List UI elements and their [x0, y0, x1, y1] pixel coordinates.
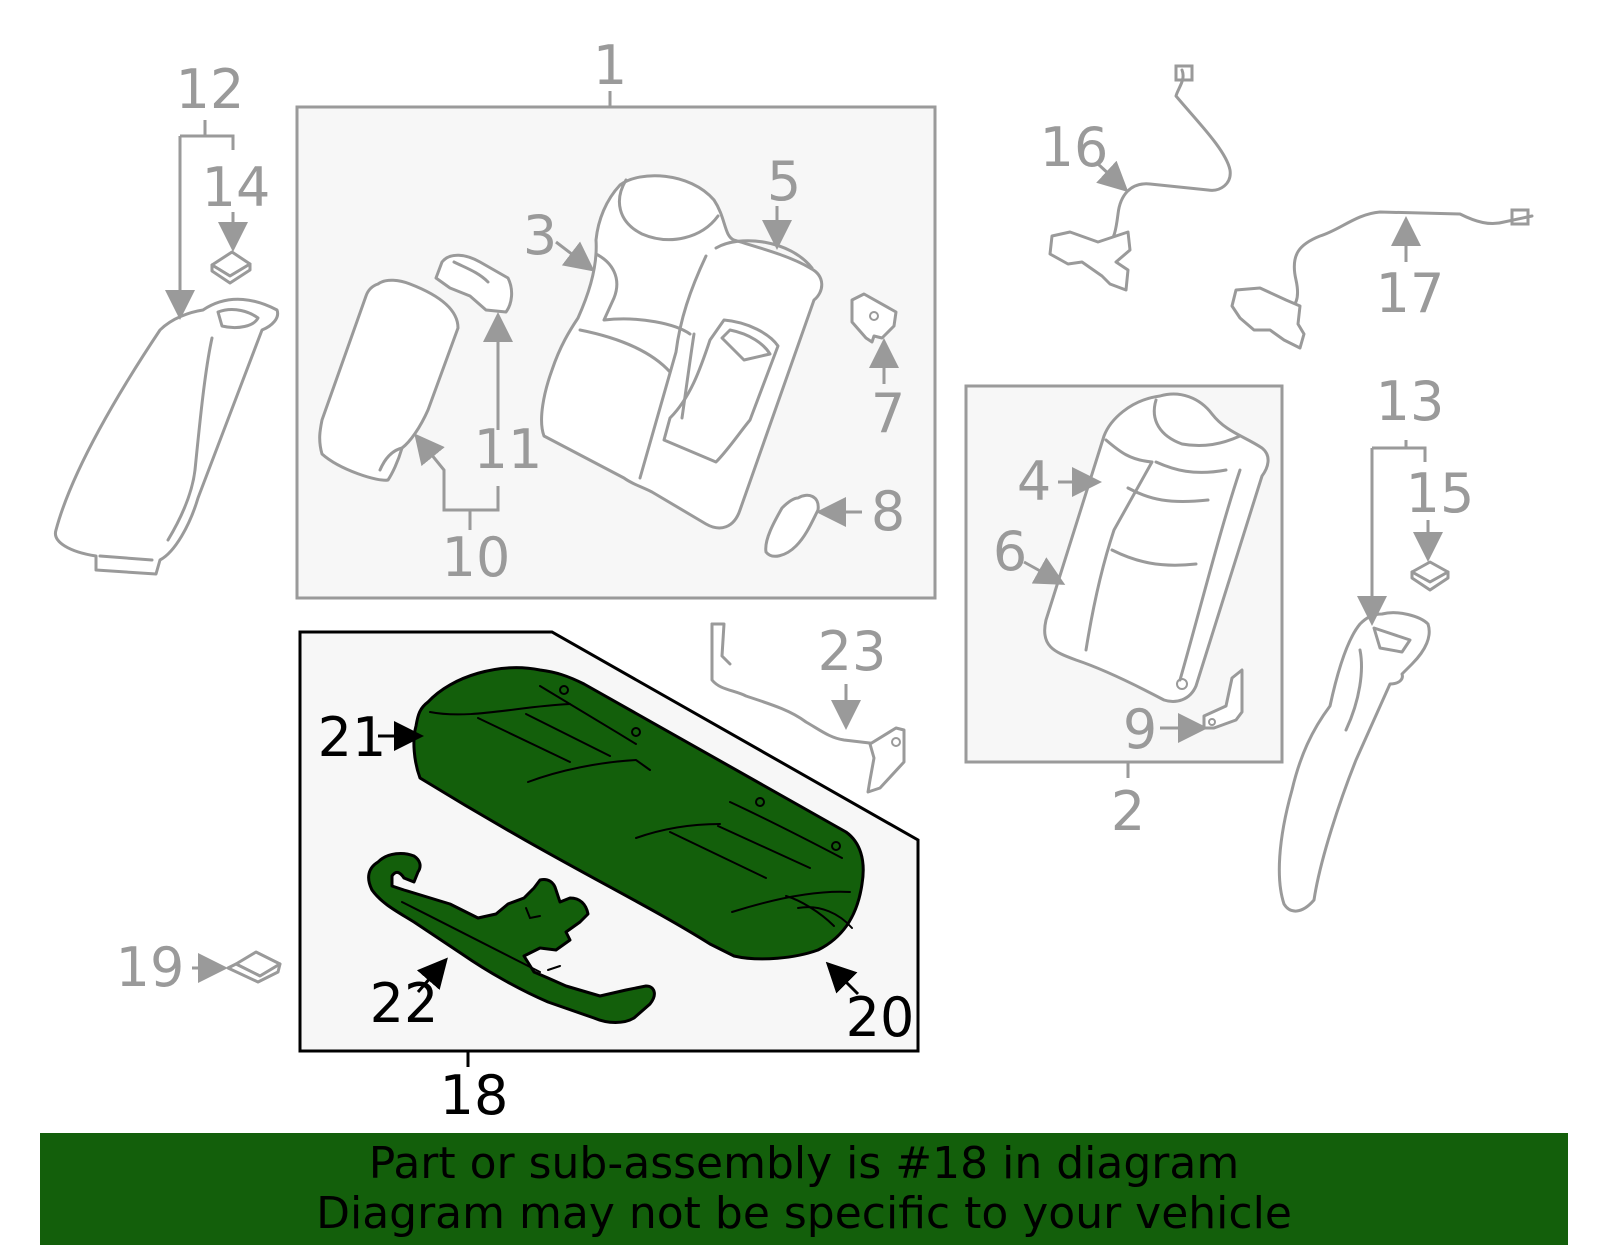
cup-holder-part	[434, 253, 514, 430]
callout-18: 18	[440, 1064, 509, 1127]
side-bolster-right-part	[1277, 611, 1431, 913]
harness-16-part	[1048, 64, 1232, 292]
callout-13: 13	[1376, 370, 1445, 433]
callout-11: 11	[474, 418, 543, 481]
footer-banner: Part or sub-assembly is #18 in diagram D…	[40, 1133, 1568, 1245]
callout-3-leader	[555, 240, 595, 272]
harness-17-part	[1230, 208, 1534, 350]
seat-back-main-part	[540, 174, 824, 530]
hinge-cover-8-part	[764, 493, 862, 558]
callout-5: 5	[767, 150, 801, 213]
callout-19: 19	[116, 936, 185, 999]
callout-12-leader	[180, 120, 235, 314]
callout-20: 20	[846, 986, 915, 1049]
callout-3: 3	[523, 204, 557, 267]
callout-9: 9	[1123, 698, 1157, 761]
side-bolster-left-part	[54, 297, 280, 576]
callout-22: 22	[370, 972, 439, 1035]
bracket-23-part	[710, 622, 906, 794]
callout-6-leader	[1023, 557, 1066, 585]
callout-16: 16	[1040, 116, 1109, 179]
callout-21: 21	[318, 706, 387, 769]
bracket-7-part	[850, 292, 899, 384]
side-pad-20-part	[797, 906, 853, 929]
callout-13-leader	[1372, 440, 1427, 620]
clip-14-part	[210, 212, 252, 285]
clip-15-part	[1410, 520, 1450, 592]
callout-8: 8	[871, 480, 905, 543]
callout-17: 17	[1376, 262, 1445, 325]
footer-line-2: Diagram may not be specific to your vehi…	[316, 1188, 1292, 1239]
callout-6: 6	[993, 520, 1027, 583]
clip-19-part	[192, 950, 282, 984]
bracket-9-part	[1160, 668, 1244, 743]
callout-2: 2	[1111, 780, 1145, 843]
callout-20-leader	[825, 961, 860, 996]
callout-10-leader	[414, 433, 500, 530]
callout-12: 12	[176, 58, 245, 121]
callout-4: 4	[1017, 450, 1051, 513]
callout-1: 1	[593, 34, 627, 97]
callout-14: 14	[202, 156, 271, 219]
callout-15: 15	[1406, 462, 1475, 525]
armrest-part	[318, 278, 460, 482]
seat-cushion-21-part	[412, 666, 865, 961]
callout-23: 23	[818, 620, 887, 683]
cushion-frame-22-part	[367, 852, 656, 1024]
callout-22-leader	[416, 957, 448, 993]
callout-10: 10	[442, 526, 511, 589]
footer-line-1: Part or sub-assembly is #18 in diagram	[368, 1138, 1240, 1189]
callout-7: 7	[871, 382, 905, 445]
